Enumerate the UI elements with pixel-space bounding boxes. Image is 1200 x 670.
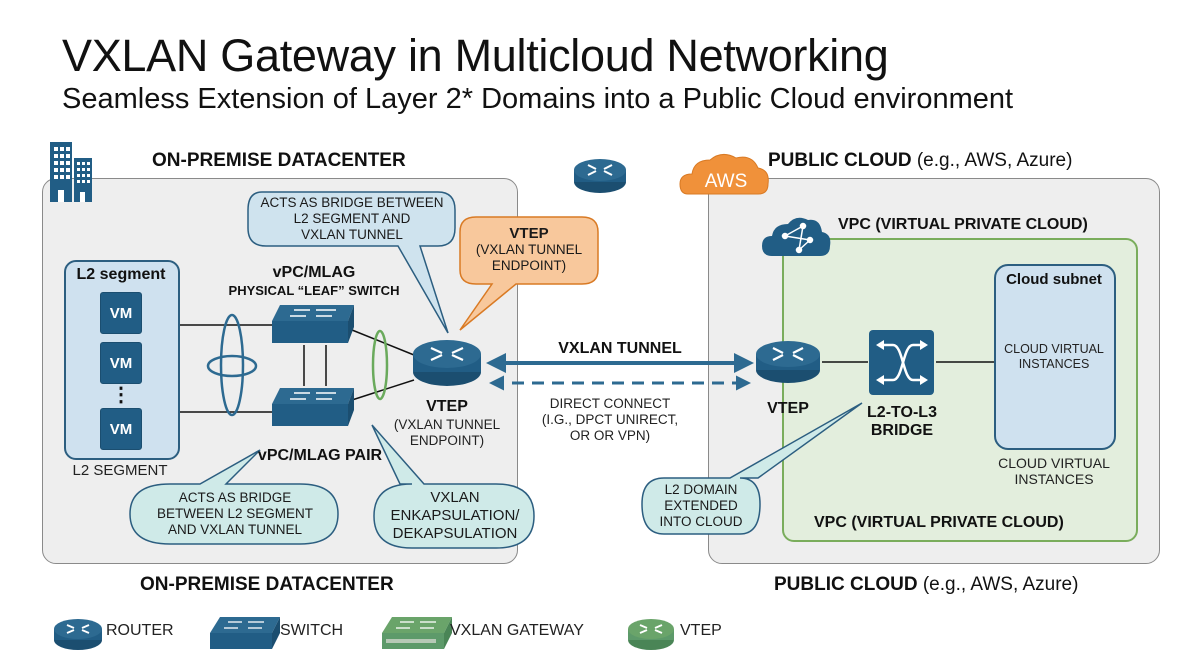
vpc-label-bottom: VPC (VIRTUAL PRIVATE CLOUD) [814,514,1064,531]
callout-top-line-3: VXLAN TUNNEL [301,227,403,242]
callout-vtep-line-1: (VXLAN TUNNEL [475,242,583,257]
subnet-instances-line-2: INSTANCES [1018,357,1090,371]
callout-vtep-title: VTEP [509,225,549,242]
leaf-switch-bottom-icon[interactable] [272,388,354,426]
callout-cloud-shape [641,402,863,535]
lag-ring-horizontal [206,354,258,378]
legend-router-label: ROUTER [106,622,174,639]
vxlan-tunnel-label: VXLAN TUNNEL [558,340,682,357]
onprem-vtep-router-icon[interactable] [413,340,481,386]
public-cloud-label-top-normal: (e.g., AWS, Azure) [911,150,1073,171]
leaf-switch-top-icon[interactable] [272,305,354,343]
onprem-vtep-sublabel-2: ENDPOINT) [409,433,485,448]
callout-bottom-right-line-1: VXLAN [430,489,480,506]
vm-2[interactable]: VM [100,342,142,384]
callout-vtep-text: VTEP (VXLAN TUNNEL ENDPOINT) [460,219,598,281]
on-premise-label-bottom: ON-PREMISE DATACENTER [140,574,394,595]
callout-top-line-1: ACTS AS BRIDGE BETWEEN [260,195,444,210]
cloud-subnet-title: Cloud subnet [1006,271,1102,288]
aws-cloud-icon [679,154,769,195]
page-subtitle: Seamless Extension of Layer 2* Domains i… [62,83,1014,115]
legend-switch-label: SWITCH [280,622,344,639]
vxlan-lag-ring [371,329,389,401]
vpc-mlag-pair-label: vPC/MLAG PAIR [257,447,383,464]
cloud-vtep-router-icon[interactable] [756,341,820,383]
leaf-switch-sublabel: PHYSICAL “LEAF” SWITCH [228,283,400,298]
callout-cloud-line-1: L2 DOMAIN [664,482,738,497]
cloud-vtep-label: VTEP [767,400,809,417]
callout-bottom-right-shape [371,424,535,549]
callout-cloud-text: L2 DOMAIN EXTENDED INTO CLOUD [644,480,758,532]
public-cloud-label-bottom: PUBLIC CLOUD (e.g., AWS, Azure) [774,574,1078,596]
callout-cloud-line-2: EXTENDED [664,498,738,513]
public-cloud-label-bottom-bold: PUBLIC CLOUD [774,574,918,595]
instances-caption-line-1: CLOUD VIRTUAL [998,455,1110,471]
callout-bottom-left-line-2: BETWEEN L2 SEGMENT [156,506,314,521]
vm-ellipsis: ⋮ [111,384,131,406]
lag-ring-vertical [219,313,245,417]
onprem-vtep-sublabel-1: (VXLAN TUNNEL [393,417,501,432]
public-cloud-label-top: PUBLIC CLOUD (e.g., AWS, Azure) [768,150,1072,172]
router-icon[interactable] [574,159,626,193]
legend-switch-icon [210,617,280,649]
l2-to-l3-bridge-icon[interactable] [869,330,934,395]
callout-bottom-left-line-1: ACTS AS BRIDGE [178,490,292,505]
page-title: VXLAN Gateway in Multicloud Networking [62,30,889,81]
callout-top-shape [247,191,456,334]
callout-vtep-line-2: ENDPOINT) [491,258,567,273]
callout-bottom-left-shape [129,449,339,545]
vm-1[interactable]: VM [100,292,142,334]
callout-vtep-shape [459,216,599,331]
callout-bottom-left-text: ACTS AS BRIDGE BETWEEN L2 SEGMENT AND VX… [132,486,338,542]
legend-router-icon [54,619,102,650]
direct-connect-line-3: OR OR VPN) [569,428,651,443]
bridge-label-1: L2-TO-L3 [867,404,937,421]
instances-caption-line-2: INSTANCES [1014,471,1094,487]
callout-bottom-left-line-3: AND VXLAN TUNNEL [167,522,303,537]
legend-vtep-icon [628,619,674,650]
bridge-label-2: BRIDGE [870,422,934,439]
callout-bottom-right-text: VXLAN ENKAPSULATION/ DEKAPSULATION [376,486,534,546]
vpc-label-top: VPC (VIRTUAL PRIVATE CLOUD) [838,216,1088,233]
callout-cloud-line-3: INTO CLOUD [659,514,743,529]
direct-connect-line-1: DIRECT CONNECT [549,396,671,411]
aws-badge-label: AWS [704,171,748,192]
subnet-instances-line-1: CLOUD VIRTUAL [1004,342,1104,356]
leaf-switch-label: vPC/MLAG [272,264,356,281]
callout-top-line-2: L2 SEGMENT AND [293,211,411,226]
callout-top-text: ACTS AS BRIDGE BETWEEN L2 SEGMENT AND VX… [250,194,454,244]
onprem-vtep-label: VTEP [426,398,468,415]
cloud-subnet-box [994,264,1116,450]
legend-vxlan-gateway-icon [382,617,452,649]
legend-vxlan-gateway-label: VXLAN GATEWAY [450,622,584,639]
callout-bottom-right-line-3: DEKAPSULATION [392,525,518,542]
legend-vtep-label: VTEP [680,622,722,639]
vm-3[interactable]: VM [100,408,142,450]
callout-bottom-right-line-2: ENKAPSULATION/ [390,507,520,524]
public-cloud-label-bottom-normal: (e.g., AWS, Azure) [917,574,1079,595]
l2-segment-title: L2 segment [76,266,166,283]
l2-segment-caption: L2 SEGMENT [72,462,168,479]
on-premise-label-top: ON-PREMISE DATACENTER [152,150,406,171]
public-cloud-label-top-bold: PUBLIC CLOUD [768,150,912,171]
direct-connect-line-2: (I.G., DPCT UNIRECT, [541,412,679,427]
building-icon [50,142,92,202]
vpc-cloud-icon [762,217,831,256]
